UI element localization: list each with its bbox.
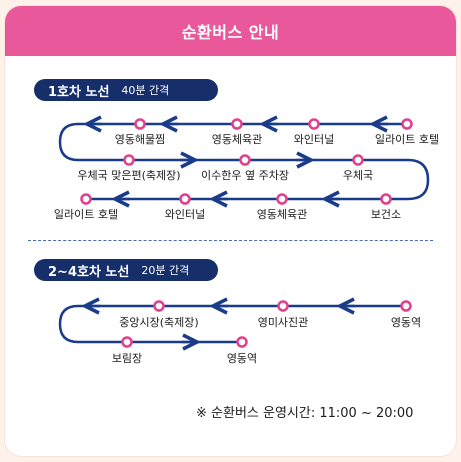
route1-interval: 40분 간격 (121, 84, 170, 97)
route1-stop-marker (380, 193, 392, 205)
route1-stop-label: 영동체육관 (256, 208, 308, 221)
route2-stop-marker (277, 300, 289, 312)
route1-stop-marker (276, 193, 288, 205)
route1-stop-label: 와인터널 (293, 133, 335, 146)
route1-stop-marker (352, 154, 364, 166)
route1-stop-marker (231, 118, 243, 130)
operating-hours-note: ※ 순환버스 운영시간: 11:00 ~ 20:00 (196, 406, 414, 421)
route1-stop-label: 와인터널 (164, 208, 206, 221)
route1-stop-marker (179, 193, 191, 205)
route2-badge: 2~4호차 노선 20분 간격 (34, 259, 218, 281)
page-title: 순환버스 안내 (5, 6, 456, 56)
route2-stop-label: 영동역 (226, 352, 258, 365)
route1-stop-label: 우체국 (342, 169, 374, 182)
route1-stop-marker (123, 154, 135, 166)
route2-line (58, 304, 406, 344)
route1-stop-label: 일라이트 호텔 (374, 133, 440, 146)
route1-stop-label: 우체국 맞은편(축제장) (77, 169, 181, 182)
route1-stop-label: 일라이트 호텔 (53, 208, 119, 221)
route1-stop-marker (134, 118, 146, 130)
route1-stop-label: 이수한우 옆 주차장 (201, 169, 289, 182)
route2-stop-marker (121, 336, 133, 348)
route2-stop-label: 중앙시장(축제장) (119, 316, 199, 329)
route2-stop-label: 보림장 (111, 352, 143, 365)
route1-stop-marker (308, 118, 320, 130)
route2-stop-marker (400, 300, 412, 312)
route2-stop-label: 영동역 (390, 316, 422, 329)
route1-stop-label: 영동체육관 (211, 133, 263, 146)
route2-stop-marker (153, 300, 165, 312)
route1-stop-label: 보건소 (370, 208, 402, 221)
route1-stop-label: 영동해물찜 (114, 133, 166, 146)
route2-interval: 20분 간격 (141, 264, 190, 277)
route2-stop-label: 영미사진관 (257, 316, 309, 329)
route1-name: 1호차 노선 (48, 84, 110, 100)
route1-badge: 1호차 노선 40분 간격 (34, 79, 218, 101)
route2-stop-marker (236, 336, 248, 348)
route1-stop-marker (401, 118, 413, 130)
section-divider (28, 240, 433, 241)
route1-stop-marker (80, 193, 92, 205)
route1-stop-marker (239, 154, 251, 166)
route2-name: 2~4호차 노선 (48, 264, 130, 280)
